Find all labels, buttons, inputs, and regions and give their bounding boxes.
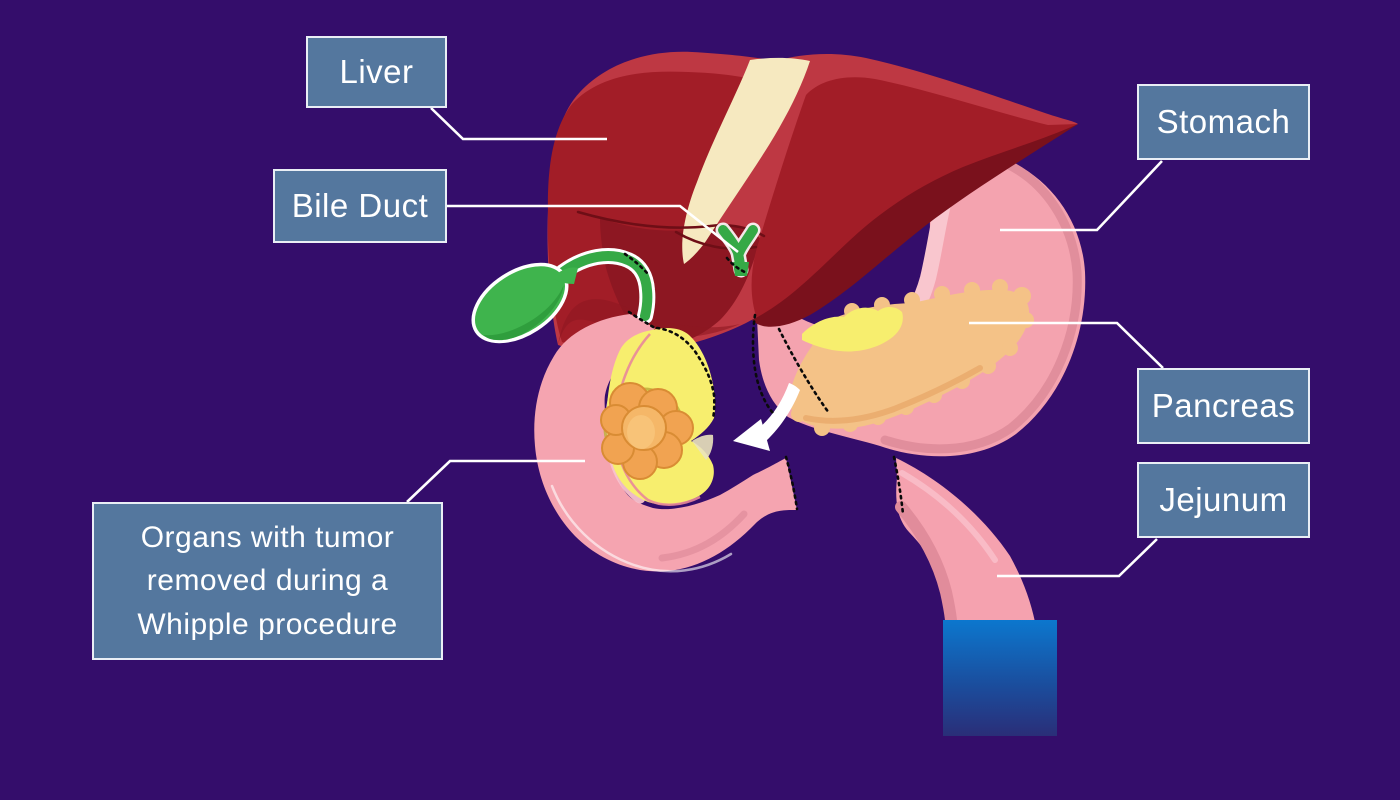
leader-pancreas [969, 321, 1164, 369]
pancreas-illustration [789, 279, 1034, 436]
label-pancreas: Pancreas [1137, 368, 1310, 444]
bile-duct-illustration [715, 222, 761, 278]
falciform-ligament [682, 57, 810, 265]
gallbladder-illustration [471, 262, 578, 344]
leader-bile-duct [447, 204, 739, 254]
label-pancreas-text: Pancreas [1151, 387, 1296, 424]
label-whipple-note-text: Organs with tumor removed during a Whipp… [137, 520, 398, 641]
label-stomach: Stomach [1137, 84, 1310, 160]
pancreas-cut-surface [802, 306, 903, 352]
leader-jejunum [997, 538, 1158, 578]
label-liver: Liver [306, 36, 447, 108]
removal-arrow [733, 383, 800, 451]
leader-lines [406, 107, 1164, 578]
leader-liver [430, 107, 607, 141]
label-jejunum: Jejunum [1137, 462, 1310, 538]
label-liver-text: Liver [339, 53, 414, 90]
label-whipple-note: Organs with tumor removed during a Whipp… [92, 502, 443, 660]
cystic-duct-illustration [555, 248, 656, 324]
label-stomach-text: Stomach [1156, 103, 1291, 140]
resection-cut-marks [623, 252, 905, 516]
jejunum-illustration [895, 458, 1035, 626]
tumor-illustration [600, 382, 694, 480]
label-bile-duct: Bile Duct [273, 169, 447, 243]
label-jejunum-text: Jejunum [1159, 481, 1288, 518]
leader-stomach [1000, 160, 1163, 232]
label-bile-duct-text: Bile Duct [291, 187, 429, 224]
intestine-continuation-block [943, 620, 1057, 736]
leader-note [406, 459, 585, 503]
liver-illustration [547, 51, 1078, 352]
